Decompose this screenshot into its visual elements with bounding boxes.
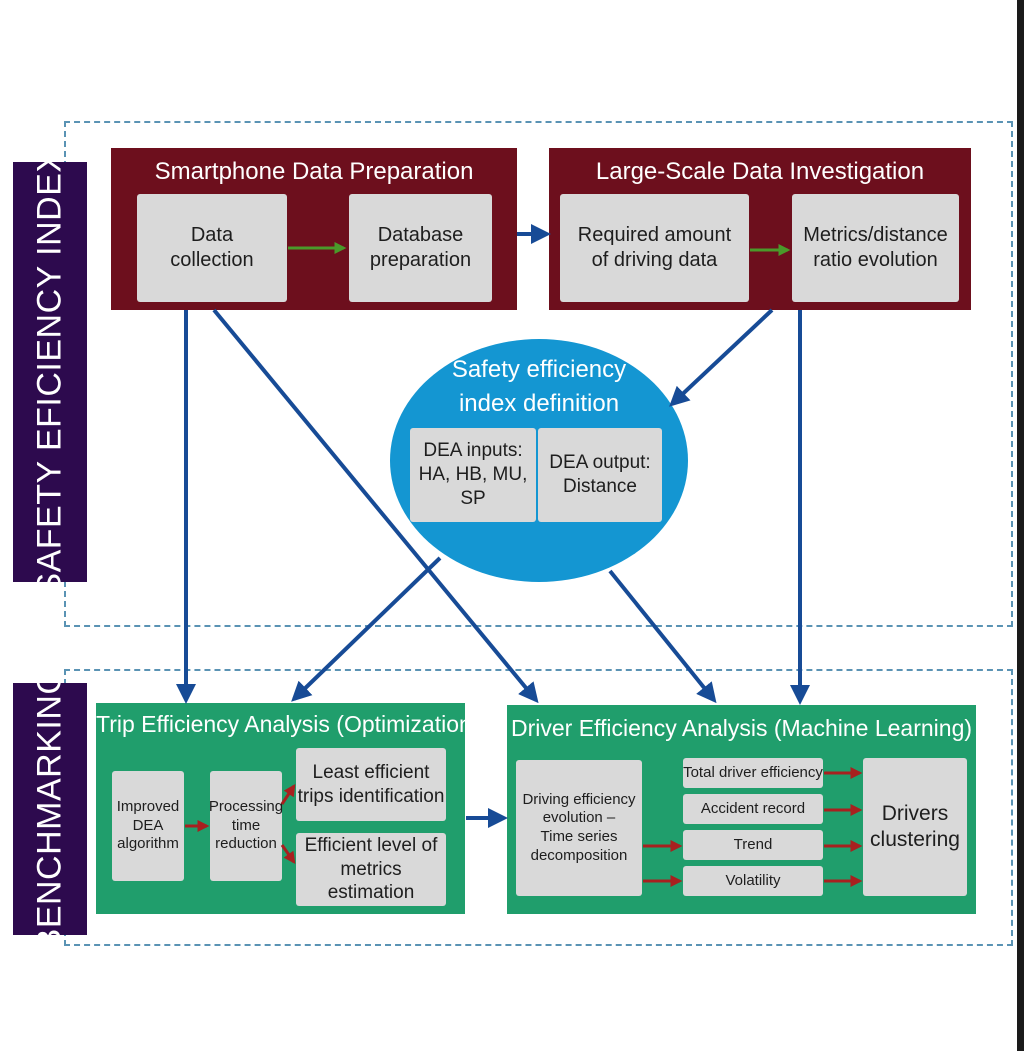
smartphone-data-preparation-panel: Smartphone Data Preparation Data collect… (111, 148, 517, 310)
trip-panel-title: Trip Efficiency Analysis (Optimization) (96, 711, 480, 737)
right-edge-bar (1017, 0, 1024, 1051)
dea-inputs-box: DEA inputs: HA, HB, MU, SP (410, 428, 536, 522)
driver-efficiency-panel: Driver Efficiency Analysis (Machine Lear… (507, 705, 976, 914)
safety-index-circle: Safety efficiency index definition DEA i… (390, 339, 688, 582)
benchmarking-side-label-text: BENCHMARKING (30, 667, 69, 951)
accident-record-box: Accident record (683, 794, 823, 824)
safety-index-title: Safety efficiency index definition (451, 356, 627, 417)
trip-efficiency-panel: Trip Efficiency Analysis (Optimization) … (96, 703, 480, 914)
improved-dea-box: Improved DEA algorithm (112, 771, 184, 881)
large-scale-data-investigation-panel: Large-Scale Data Investigation Required … (549, 148, 971, 310)
efficient-level-box: Efficient level of metrics estimation (296, 833, 446, 906)
driver-panel-title: Driver Efficiency Analysis (Machine Lear… (510, 715, 973, 741)
metrics-ratio-box: Metrics/distance ratio evolution (792, 194, 959, 302)
required-amount-box: Required amount of driving data (560, 194, 749, 302)
data-collection-box: Data collection (137, 194, 287, 302)
volatility-box: Volatility (683, 866, 823, 896)
dea-output-box: DEA output: Distance (538, 428, 662, 522)
database-preparation-box: Database preparation (349, 194, 492, 302)
least-efficient-box: Least efficient trips identification (296, 748, 446, 821)
benchmarking-side-label: BENCHMARKING (13, 667, 87, 951)
safety-side-label: SAFETY EFICIENCY INDEX (13, 149, 87, 595)
drivers-clustering-box: Drivers clustering (863, 758, 967, 896)
total-driver-efficiency-box: Total driver efficiency (683, 758, 823, 788)
driving-evolution-box: Driving efficiency evolution – Time seri… (516, 760, 642, 896)
safety-side-label-text: SAFETY EFICIENCY INDEX (30, 148, 69, 596)
processing-time-box: Processing time reduction (209, 771, 283, 881)
smartphone-panel-title: Smartphone Data Preparation (154, 158, 474, 185)
trend-box: Trend (683, 830, 823, 860)
large-scale-panel-title: Large-Scale Data Investigation (595, 158, 925, 185)
